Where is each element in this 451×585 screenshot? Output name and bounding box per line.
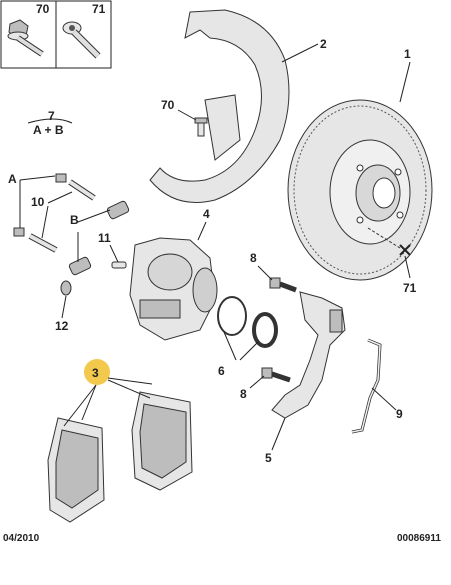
carrier-bolt-upper xyxy=(269,277,297,293)
shield-bolt-icon xyxy=(194,117,208,137)
callout-2: 2 xyxy=(320,37,327,51)
dust-cap-icon xyxy=(60,280,72,296)
brake-caliper xyxy=(129,237,218,341)
piston-seal-ring xyxy=(217,296,247,336)
fastener-inset-box: 70 71 xyxy=(0,0,112,69)
brake-dust-shield xyxy=(149,9,290,203)
callout-12: 12 xyxy=(55,319,69,333)
callout-3: 3 xyxy=(92,366,99,380)
guide-bush-upper xyxy=(106,200,130,220)
brake-pad-right xyxy=(131,391,193,491)
callout-A: A xyxy=(8,172,17,186)
callout-10: 10 xyxy=(31,195,45,209)
callout-9: 9 xyxy=(396,407,403,421)
anti-rattle-spring xyxy=(351,338,382,434)
callout-4: 4 xyxy=(203,207,210,221)
brake-pad-left xyxy=(47,417,105,523)
brake-disc xyxy=(287,99,433,281)
callout-5: 5 xyxy=(265,451,272,465)
callout-6: 6 xyxy=(218,364,225,378)
callout-8-upper: 8 xyxy=(250,251,257,265)
guide-pin-upper xyxy=(55,173,96,201)
callout-71: 71 xyxy=(403,281,417,295)
flange-bolt-70-icon xyxy=(7,19,44,57)
callout-1: 1 xyxy=(404,47,411,61)
inset-label-70: 70 xyxy=(36,2,50,16)
callout-11: 11 xyxy=(98,231,111,245)
callout-8-lower: 8 xyxy=(240,387,247,401)
callout-70: 70 xyxy=(161,98,175,112)
callout-B: B xyxy=(70,213,79,227)
kit-number: 7 xyxy=(48,109,55,123)
inset-label-71: 71 xyxy=(92,2,106,16)
callout-3-highlight xyxy=(84,359,110,385)
torx-screw-71-icon xyxy=(62,21,101,59)
disc-screw-marker-icon xyxy=(399,244,411,256)
footer-reference-code: 00086911 xyxy=(397,533,441,544)
piston-dust-boot xyxy=(252,312,278,348)
kit-reference: 7 A + B xyxy=(27,109,73,137)
bleed-screw-icon xyxy=(111,261,127,269)
caliper-carrier-bracket xyxy=(271,291,346,419)
guide-bush-lower xyxy=(68,256,92,276)
guide-pin-lower xyxy=(13,227,58,253)
carrier-bolt-lower xyxy=(261,367,291,383)
kit-content: A + B xyxy=(33,123,64,137)
footer-date: 04/2010 xyxy=(3,533,40,544)
